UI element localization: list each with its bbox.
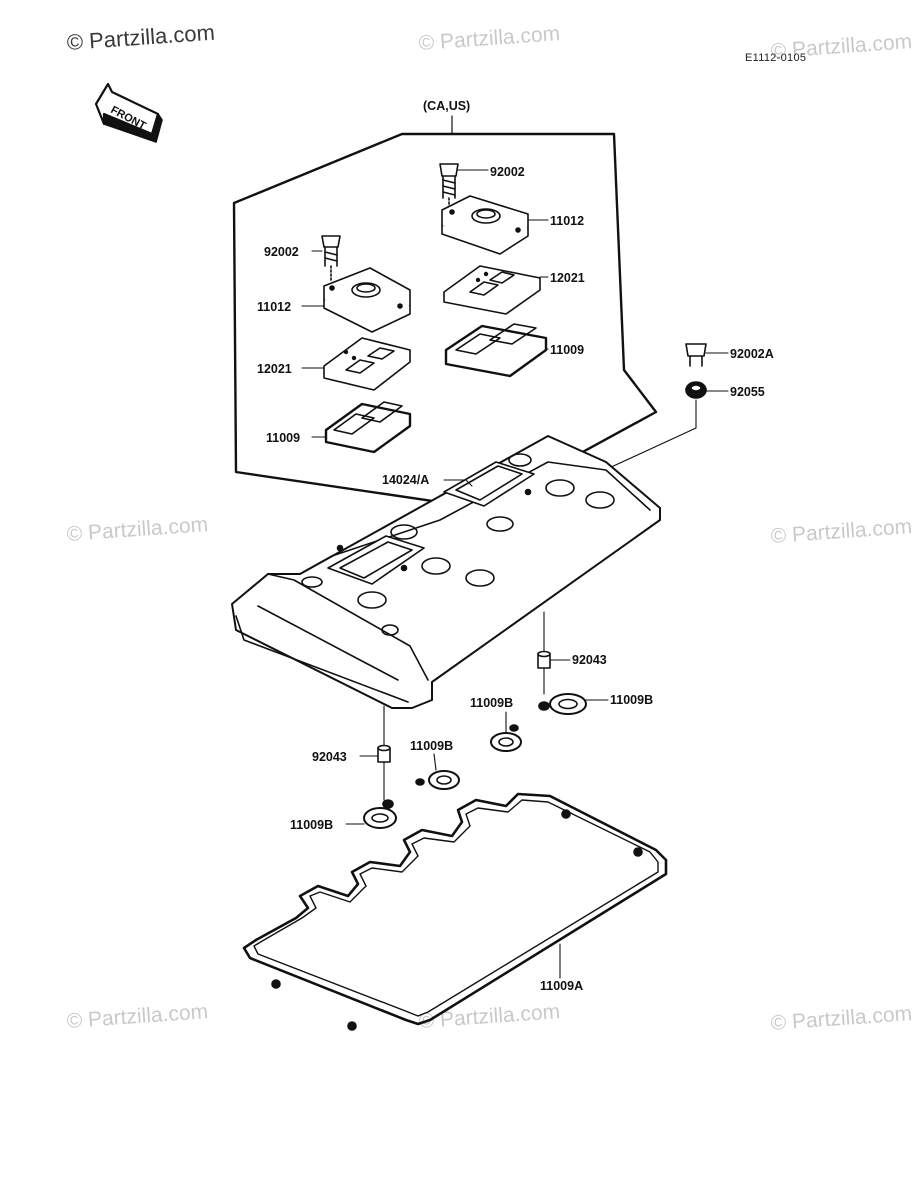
part-label: 11009 [550, 343, 584, 357]
part-label: 92002A [730, 347, 774, 361]
part-label: 92043 [312, 750, 347, 764]
collar-icon [537, 650, 551, 669]
part-label: 11012 [257, 300, 291, 314]
gasket-icon [444, 323, 548, 378]
part-label: 92055 [730, 385, 765, 399]
part-label: 11009B [610, 693, 653, 707]
front-arrow-icon: FRONT [94, 82, 163, 143]
part-label: 92002 [264, 245, 299, 259]
cover-cap-icon [323, 267, 411, 333]
o-ring-icon [490, 724, 522, 752]
part-label: 92043 [572, 653, 607, 667]
washer-icon [685, 381, 707, 399]
part-label: 11009B [470, 696, 513, 710]
o-ring-icon [538, 693, 587, 715]
diagram-reference-code: E1112-0105 [745, 52, 807, 64]
o-ring-icon [415, 770, 460, 790]
gasket-icon [324, 401, 412, 454]
reed-plate-icon [323, 337, 411, 391]
bolt-icon [685, 343, 707, 367]
cover-gasket-icon [242, 792, 668, 1031]
part-label: 12021 [550, 271, 585, 285]
collar-icon [377, 744, 391, 763]
region-note-label: (CA,US) [423, 99, 470, 113]
part-label: 11009 [266, 431, 300, 445]
part-label: 11009B [290, 818, 333, 832]
o-ring-icon [363, 799, 397, 829]
part-label: 92002 [490, 165, 525, 179]
part-label: 11012 [550, 214, 584, 228]
part-label: 11009B [410, 739, 453, 753]
reed-plate-icon [443, 265, 541, 315]
ca-us-box [232, 132, 658, 510]
part-label: 14024/A [382, 473, 429, 487]
bolt-icon [439, 163, 459, 209]
part-label: 12021 [257, 362, 292, 376]
cylinder-head-cover-icon [231, 435, 661, 709]
part-label: 11009A [540, 979, 583, 993]
cover-cap-icon [441, 195, 529, 255]
bolt-icon [321, 235, 341, 283]
